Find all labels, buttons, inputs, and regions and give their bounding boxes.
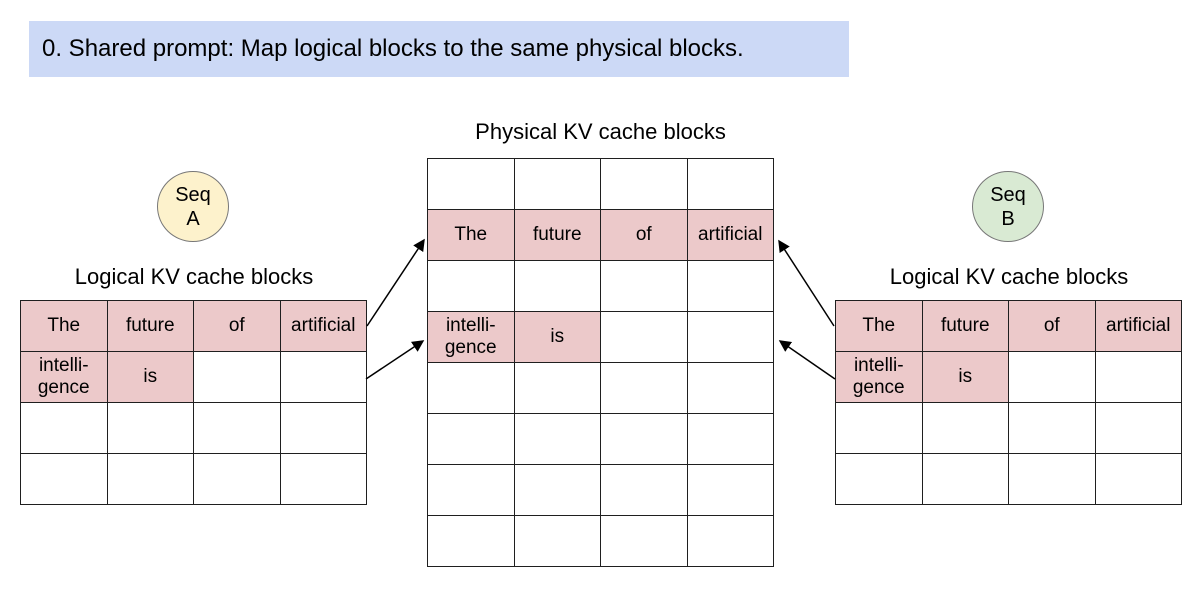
kv-cell: The xyxy=(427,209,515,261)
kv-cell: artificial xyxy=(1094,300,1182,352)
kv-cell xyxy=(835,402,923,454)
kv-block-row xyxy=(427,158,774,210)
kv-cell xyxy=(600,515,688,567)
kv-cell: is xyxy=(106,351,194,403)
kv-cell xyxy=(106,402,194,454)
kv-cell: artificial xyxy=(279,300,367,352)
kv-cell: The xyxy=(835,300,923,352)
kv-cell: of xyxy=(600,209,688,261)
kv-cell xyxy=(427,464,515,516)
kv-cell xyxy=(1008,402,1096,454)
kv-cell xyxy=(427,413,515,465)
kv-cell xyxy=(835,453,923,505)
kv-cell: intelli- gence xyxy=(835,351,923,403)
kv-cell: future xyxy=(921,300,1009,352)
kv-cell xyxy=(686,260,774,312)
kv-cell xyxy=(193,453,281,505)
kv-cell xyxy=(513,260,601,312)
kv-cell xyxy=(513,158,601,210)
kv-cell xyxy=(600,311,688,363)
kv-block-row xyxy=(20,402,367,454)
kv-cell xyxy=(686,362,774,414)
kv-cell xyxy=(686,413,774,465)
kv-cell xyxy=(1008,453,1096,505)
kv-cell xyxy=(279,402,367,454)
kv-block-row xyxy=(20,453,367,505)
kv-block-row xyxy=(427,413,774,465)
kv-cell xyxy=(686,311,774,363)
seq-a-badge: Seq A xyxy=(157,171,229,242)
kv-cell: The xyxy=(20,300,108,352)
kv-cell: intelli- gence xyxy=(20,351,108,403)
arrow-seq-a-to-physical-block1 xyxy=(365,340,425,380)
kv-cell xyxy=(279,453,367,505)
kv-cell xyxy=(686,515,774,567)
kv-cell: is xyxy=(921,351,1009,403)
kv-cell xyxy=(600,158,688,210)
kv-cell: future xyxy=(106,300,194,352)
kv-cell xyxy=(279,351,367,403)
kv-cell xyxy=(921,402,1009,454)
kv-cell xyxy=(1094,351,1182,403)
title-banner: 0. Shared prompt: Map logical blocks to … xyxy=(29,21,849,77)
seq-b-badge: Seq B xyxy=(972,171,1044,242)
kv-block-row xyxy=(427,515,774,567)
kv-cell xyxy=(600,413,688,465)
kv-cell: of xyxy=(193,300,281,352)
kv-block-row xyxy=(427,260,774,312)
kv-block-row xyxy=(427,362,774,414)
kv-cell xyxy=(600,362,688,414)
kv-cell xyxy=(427,362,515,414)
kv-cell xyxy=(513,515,601,567)
kv-cell: is xyxy=(513,311,601,363)
kv-block-row xyxy=(835,402,1182,454)
physical-kv-title: Physical KV cache blocks xyxy=(475,119,726,144)
kv-cell xyxy=(686,158,774,210)
kv-cell: of xyxy=(1008,300,1096,352)
kv-cell xyxy=(427,158,515,210)
kv-cell xyxy=(600,464,688,516)
kv-cell: future xyxy=(513,209,601,261)
kv-cell xyxy=(513,413,601,465)
kv-block-row xyxy=(427,464,774,516)
arrow-seq-b-to-physical-block0 xyxy=(778,239,835,327)
kv-cell xyxy=(20,402,108,454)
kv-cell xyxy=(1008,351,1096,403)
kv-cell xyxy=(427,515,515,567)
arrow-seq-a-to-physical-block0 xyxy=(366,238,425,327)
kv-block-row xyxy=(835,453,1182,505)
kv-cell xyxy=(20,453,108,505)
kv-cell xyxy=(686,464,774,516)
kv-cell xyxy=(600,260,688,312)
kv-cell xyxy=(1094,453,1182,505)
kv-cell xyxy=(1094,402,1182,454)
kv-cell xyxy=(106,453,194,505)
kv-cell: artificial xyxy=(686,209,774,261)
logical-kv-title-seq-b: Logical KV cache blocks xyxy=(889,264,1129,289)
arrow-seq-b-to-physical-block1 xyxy=(778,340,836,380)
logical-kv-title-seq-a: Logical KV cache blocks xyxy=(74,264,314,289)
kv-cell xyxy=(427,260,515,312)
kv-cell xyxy=(513,464,601,516)
kv-cell xyxy=(193,402,281,454)
kv-cell: intelli- gence xyxy=(427,311,515,363)
kv-cell xyxy=(921,453,1009,505)
kv-cell xyxy=(513,362,601,414)
kv-cell xyxy=(193,351,281,403)
